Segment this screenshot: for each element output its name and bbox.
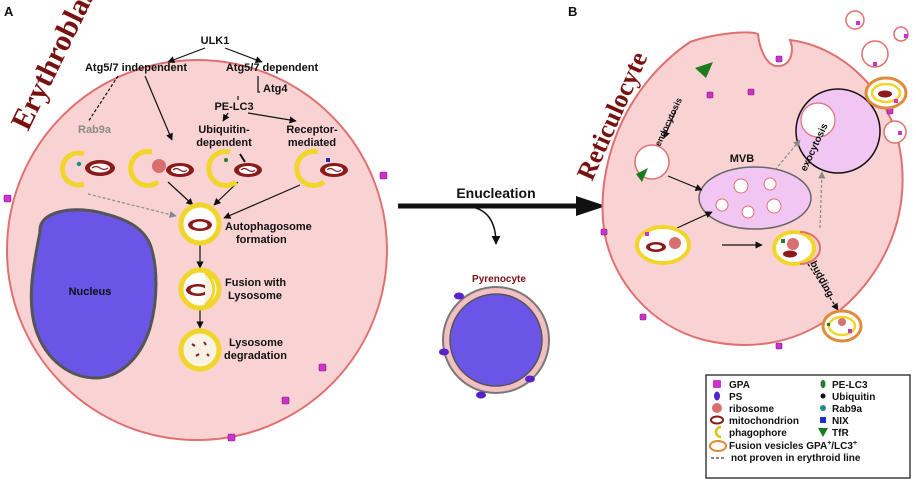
- fusion-label-2: Lysosome: [228, 290, 282, 302]
- panel-a-letter: A: [4, 4, 14, 19]
- panel-b-letter: B: [568, 4, 577, 19]
- pelc3-legend-icon: [820, 380, 826, 388]
- legend-ubiquitin: Ubiquitin: [832, 392, 875, 403]
- legend-mitochondrion: mitochondrion: [729, 416, 799, 427]
- legend-phagophore: phagophore: [729, 428, 787, 439]
- legend-gpa: GPA: [729, 380, 750, 391]
- atg4-label: Atg4: [263, 83, 288, 95]
- legend-dashed: not proven in erythroid line: [731, 453, 861, 464]
- phagophore-legend-icon: [714, 425, 722, 439]
- ribosome-legend-icon: [712, 403, 722, 413]
- gpa-legend-icon: [713, 380, 721, 388]
- gpa-markers-a: [3, 171, 388, 442]
- autophagosome-to-mvb-arrow: [676, 211, 713, 229]
- rab9a-label: Rab9a: [78, 124, 112, 136]
- pe-lc3-label: PE-LC3: [214, 101, 253, 113]
- rab9a-phagophore: [60, 150, 115, 188]
- fusion-exocytosis-arrow: [818, 171, 826, 229]
- atg-independent-label: Atg5/7 independent: [85, 62, 187, 74]
- atg-dependent-label: Atg5/7 dependent: [226, 62, 319, 74]
- mitochondrion-legend-icon: [710, 415, 724, 425]
- pyrenocyte-arrow: [465, 205, 501, 245]
- receptor-label-2: mediated: [288, 137, 336, 149]
- degradation-label-1: Lysosome: [229, 337, 283, 349]
- autophagosome-label-2: formation: [236, 234, 287, 246]
- rab9a-legend-icon: [820, 405, 826, 411]
- mvb-label: MVB: [730, 153, 755, 165]
- tfr-legend-icon: [818, 428, 828, 437]
- budding-arrow: [807, 263, 839, 311]
- legend-pelc3: PE-LC3: [832, 380, 868, 391]
- ps-legend-icon: [714, 391, 720, 401]
- mvb-exocytosis-arrow: [774, 139, 801, 171]
- fusion-vesicle-legend-icon: [709, 440, 727, 452]
- ubiquitin-phagophore: [206, 148, 262, 188]
- ps-markers: [439, 292, 535, 399]
- nucleus-shape: [29, 208, 158, 380]
- pyrenocyte-label: Pyrenocyte: [472, 274, 526, 285]
- degradation-label-2: degradation: [224, 350, 287, 362]
- reticulocyte-autophagosome: [635, 225, 691, 265]
- legend-rab9a: Rab9a: [832, 404, 862, 415]
- rab9a-dashed-arrow: [87, 193, 177, 218]
- external-fusion-vesicle-top: [864, 76, 908, 110]
- endocytosis-arrow: [663, 109, 677, 139]
- fusion-label-1: Fusion with: [225, 277, 286, 289]
- nix-legend-icon: [820, 417, 826, 423]
- external-vesicles: [845, 10, 909, 144]
- exocytosis-inner-vesicle: [800, 102, 836, 138]
- ulk1-label: ULK1: [201, 35, 230, 47]
- independent-phagophore: [128, 148, 194, 188]
- ubiquitin-label-1: Ubiquitin-: [198, 124, 250, 136]
- autophagosome-icon: [178, 202, 222, 246]
- legend-tfr: TfR: [832, 428, 849, 439]
- fusion-lysosome-icon: [178, 267, 222, 311]
- mvb-vesicles: [715, 177, 782, 219]
- enucleation-arrowhead: [576, 196, 606, 216]
- pyrenocyte-nucleus: [449, 293, 543, 387]
- legend-fusion: Fusion vesicles GPA+/LC3+: [729, 440, 857, 452]
- lysosome-degradation-icon: [178, 328, 222, 372]
- tfr-icon-top: [695, 62, 713, 78]
- tfr-icon-endosome: [636, 168, 648, 182]
- mvb-shape: [698, 166, 812, 230]
- external-fusion-vesicle-bottom: [821, 309, 863, 343]
- legend-ribosome: ribosome: [729, 404, 774, 415]
- receptor-label-1: Receptor-: [286, 124, 338, 136]
- legend-nix: NIX: [832, 416, 849, 427]
- endosome-to-mvb-arrow: [667, 175, 703, 191]
- autophagosome-label-1: Autophagosome: [225, 221, 312, 233]
- legend-ps: PS: [729, 392, 743, 403]
- legend-labels: GPA PE-LC3 PS Ubiquitin ribosome Rab9a m…: [729, 380, 875, 464]
- receptor-phagophore: [294, 148, 348, 188]
- ubiquitin-legend-icon: [820, 393, 826, 399]
- nucleus-label: Nucleus: [69, 286, 112, 298]
- enucleation-label: Enucleation: [456, 185, 535, 201]
- pathway-arrows: [87, 47, 301, 329]
- fusion-vesicle: [772, 230, 821, 266]
- ubiquitin-label-2: dependent: [196, 137, 252, 149]
- legend-box: [705, 374, 911, 479]
